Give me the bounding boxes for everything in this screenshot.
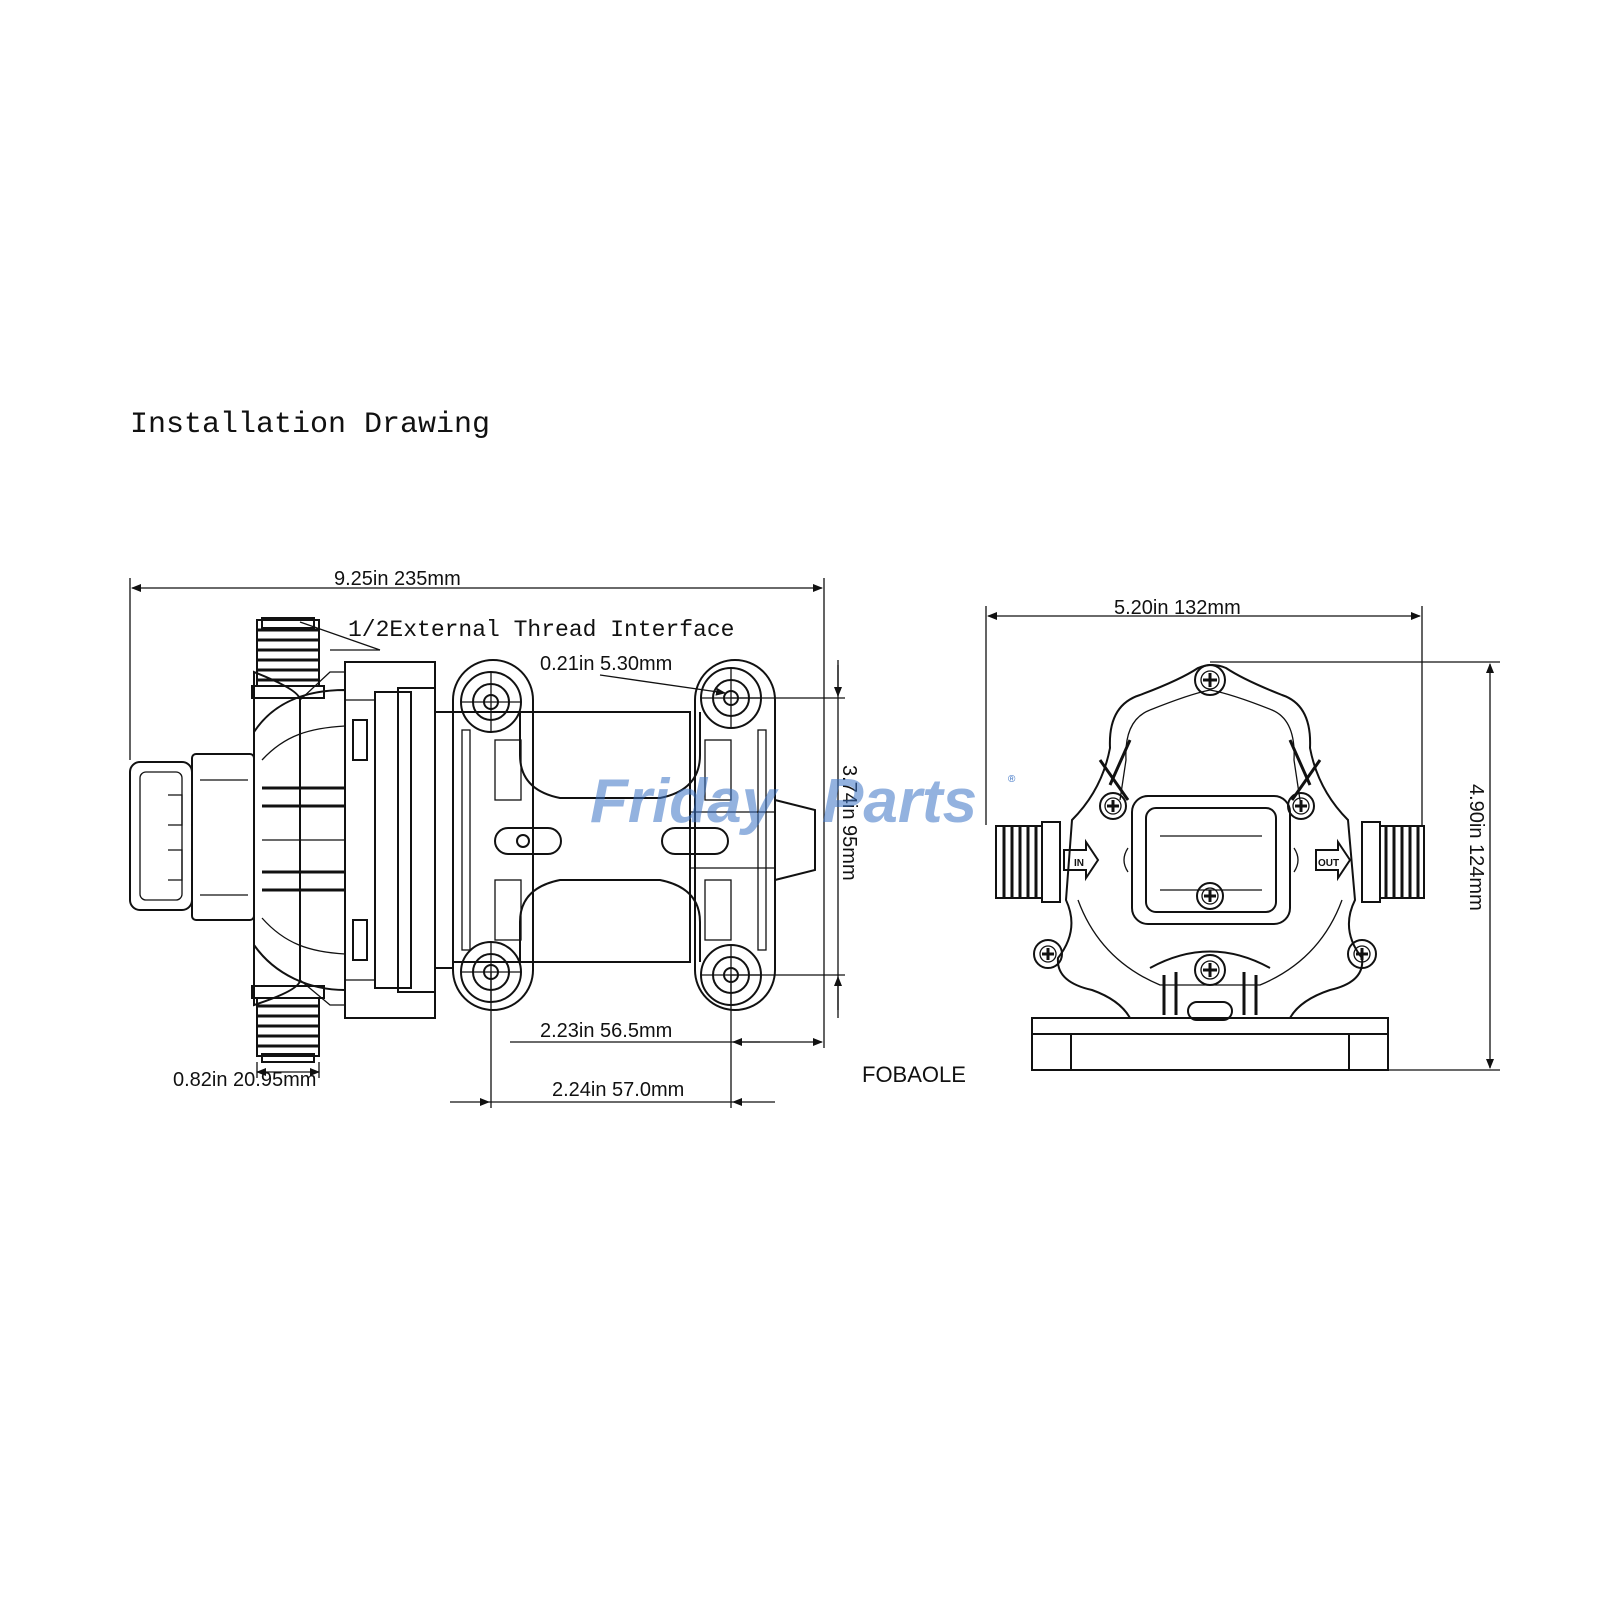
watermark-text-a: Friday bbox=[590, 767, 780, 836]
side-view-drawing bbox=[129, 617, 816, 1063]
bottom-threaded-port bbox=[251, 985, 325, 1063]
overall-length-label: 9.25in 235mm bbox=[334, 568, 461, 590]
front-view-drawing bbox=[995, 664, 1425, 1071]
brand-label: FOBAOLE bbox=[862, 1062, 966, 1087]
front-height-label: 4.90in 124mm bbox=[1465, 784, 1487, 911]
watermark-logo: Friday Parts ® bbox=[590, 767, 1016, 836]
top-threaded-port bbox=[251, 617, 325, 699]
outlet-port bbox=[1315, 821, 1425, 903]
front-base bbox=[1031, 1017, 1389, 1071]
screw-icon bbox=[1347, 939, 1377, 969]
front-body-outline bbox=[1056, 664, 1364, 1019]
hole-spacing-b-label: 2.24in 57.0mm bbox=[552, 1079, 684, 1101]
screw-icon bbox=[1194, 664, 1226, 696]
screw-icon bbox=[1099, 792, 1127, 820]
motor-end-cap bbox=[129, 753, 255, 921]
screw-icon bbox=[1033, 939, 1063, 969]
front-center-box bbox=[1131, 795, 1291, 925]
thread-interface-callout: 1/2External Thread Interface bbox=[348, 617, 734, 643]
outlet-label: OUT bbox=[1318, 858, 1339, 869]
screw-icon bbox=[1287, 792, 1315, 820]
drawing-title: Installation Drawing bbox=[130, 408, 490, 442]
screw-icon bbox=[1196, 882, 1224, 910]
inlet-label: IN bbox=[1074, 858, 1084, 869]
screw-icon bbox=[1194, 954, 1226, 986]
hole-diameter-label: 0.21in 5.30mm bbox=[540, 653, 672, 675]
front-bottom-grille bbox=[1149, 950, 1271, 1021]
front-view-dimensions bbox=[985, 606, 1500, 1071]
watermark-text-b: Parts bbox=[822, 767, 977, 836]
hole-spacing-a-label: 2.23in 56.5mm bbox=[540, 1020, 672, 1042]
mounting-bracket bbox=[452, 659, 816, 1011]
inlet-port bbox=[995, 821, 1100, 903]
side-view-dimensions bbox=[129, 578, 845, 1108]
watermark-registered: ® bbox=[1008, 774, 1016, 785]
port-offset-label: 0.82in 20.95mm bbox=[173, 1069, 316, 1091]
mounting-hole bbox=[460, 671, 522, 733]
motor-housing bbox=[253, 670, 346, 1007]
side-height-label: 3.74in 95mm bbox=[838, 765, 860, 881]
front-width-label: 5.20in 132mm bbox=[1114, 597, 1241, 619]
pump-head bbox=[344, 661, 454, 1019]
